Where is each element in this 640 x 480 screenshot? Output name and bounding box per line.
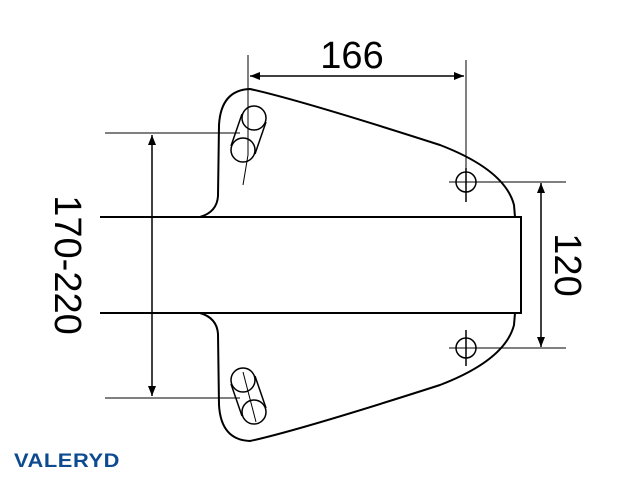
slot-upper [230,105,267,163]
valeryd-logo: VALERYD [14,451,121,472]
dim-label-166: 166 [320,35,383,77]
beam [100,216,522,314]
slot-lower [230,367,267,425]
dim-label-120: 120 [546,233,588,296]
hole-upper [449,168,566,202]
plate-lower [199,312,516,443]
plate-upper [199,87,516,218]
dim-label-170-220: 170-220 [46,195,88,334]
hole-lower [449,330,566,366]
